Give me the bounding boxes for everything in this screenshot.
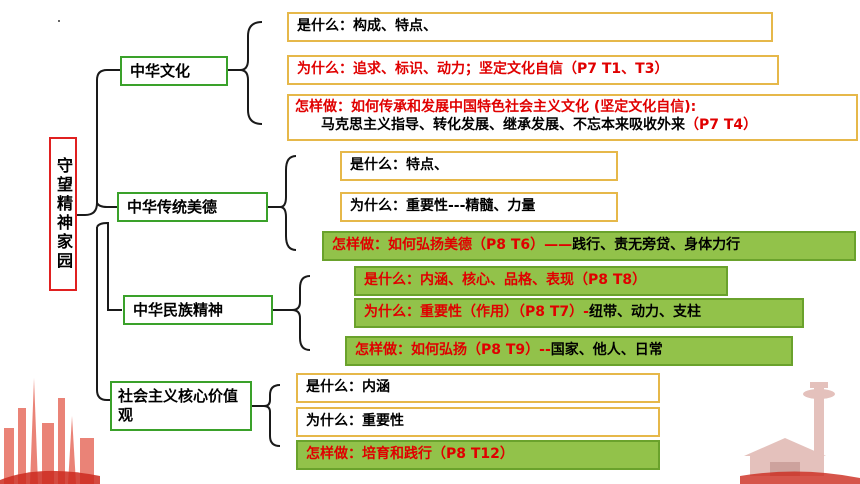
chinese-culture-what: 是什么：构成、特点、 xyxy=(287,12,773,42)
skyline-decoration-icon xyxy=(0,378,100,484)
spirit-why-detail: 纽带、动力、支柱 xyxy=(588,304,701,320)
core-values-why: 为什么：重要性 xyxy=(296,407,660,437)
monument-decoration-icon xyxy=(740,382,860,484)
chinese-culture-how-ref: （P7 T4） xyxy=(685,116,758,133)
category-core-values: 社会主义核心价值观 xyxy=(110,381,252,431)
spirit-how: 怎样做：如何弘扬（P8 T9）--国家、他人、日常 xyxy=(345,336,793,366)
spirit-how-detail: 国家、他人、日常 xyxy=(550,342,663,358)
chinese-culture-why: 为什么：追求、标识、动力；坚定文化自信（P7 T1、T3） xyxy=(287,55,779,85)
spirit-how-heading: 怎样做：如何弘扬（P8 T9）-- xyxy=(355,342,551,358)
virtues-how-heading: 怎样做：如何弘扬美德（P8 T6）—— xyxy=(332,237,573,253)
spirit-why-heading: 为什么：重要性（作用）（P8 T7）- xyxy=(364,304,589,320)
root-node: 守望精神家园 xyxy=(49,137,77,291)
virtues-what: 是什么：特点、 xyxy=(340,151,618,181)
category-traditional-virtues: 中华传统美德 xyxy=(117,192,268,222)
speck-dot xyxy=(58,20,60,22)
category-chinese-culture: 中华文化 xyxy=(120,56,228,86)
chinese-culture-how-heading: 怎样做：如何传承和发展中国特色社会主义文化 (坚定文化自信): xyxy=(295,99,697,115)
category-national-spirit: 中华民族精神 xyxy=(123,295,273,325)
core-values-how: 怎样做：培育和践行（P8 T12） xyxy=(296,440,660,470)
virtues-how-detail: 践行、责无旁贷、身体力行 xyxy=(572,237,741,253)
chinese-culture-how: 怎样做：如何传承和发展中国特色社会主义文化 (坚定文化自信): 马克思主义指导、… xyxy=(287,94,858,141)
spirit-what: 是什么：内涵、核心、品格、表现（P8 T8） xyxy=(354,266,728,296)
chinese-culture-how-detail: 马克思主义指导、转化发展、继承发展、不忘本来吸收外来 xyxy=(321,116,685,133)
virtues-how: 怎样做：如何弘扬美德（P8 T6）——践行、责无旁贷、身体力行 xyxy=(322,231,856,261)
virtues-why: 为什么：重要性---精髓、力量 xyxy=(340,192,618,222)
core-values-what: 是什么：内涵 xyxy=(296,373,660,403)
spirit-why: 为什么：重要性（作用）（P8 T7）-纽带、动力、支柱 xyxy=(354,298,804,328)
chinese-culture-how-line: 马克思主义指导、转化发展、继承发展、不忘本来吸收外来（P7 T4） xyxy=(295,117,850,135)
